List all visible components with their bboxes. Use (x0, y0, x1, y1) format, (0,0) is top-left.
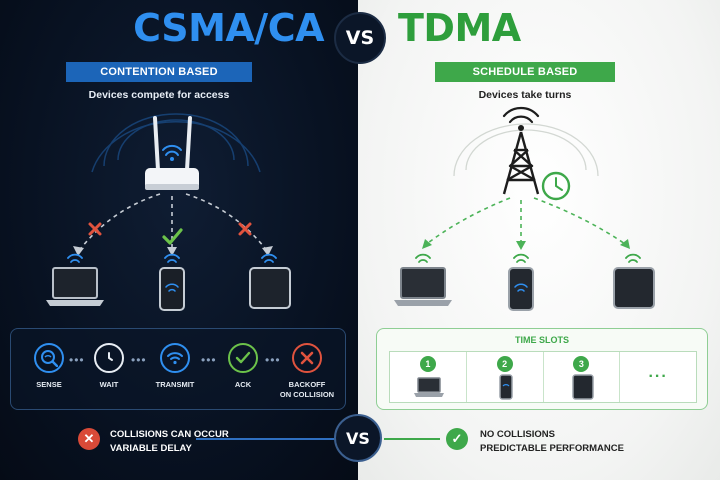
slot-number: 1 (419, 356, 436, 372)
x-icon (292, 343, 322, 373)
csma-title: CSMA/CA (133, 6, 324, 50)
time-slot-more: ... (620, 352, 696, 402)
x-icon: ✕ (78, 428, 100, 450)
contention-based-label: CONTENTION BASED (66, 62, 252, 82)
step-label: BACKOFF ON COLLISION (279, 380, 335, 399)
router-icon (91, 113, 261, 190)
schedule-based-label: SCHEDULE BASED (435, 62, 615, 82)
smartphone-icon (499, 374, 513, 400)
collision-x-icon (238, 222, 252, 236)
step-ack: ACK (207, 343, 279, 390)
success-check-icon (162, 228, 183, 245)
vs-badge-bottom: VS (334, 414, 382, 462)
step-connector: ••• (131, 353, 147, 367)
step-wait: WAIT (73, 343, 145, 390)
csma-process-panel: SENSE ••• WAIT ••• TRANSMIT ••• ACK ••• … (10, 328, 346, 410)
tdma-title: TDMA (398, 6, 521, 50)
cell-tower-icon (453, 106, 599, 201)
clock-icon (555, 177, 563, 191)
tablet-icon (571, 374, 594, 400)
tdma-benefits: NO COLLISIONS PREDICTABLE PERFORMANCE (480, 428, 624, 456)
vs-badge-top: VS (334, 12, 386, 64)
step-transmit: TRANSMIT (139, 343, 211, 390)
wifi-icon (160, 343, 190, 373)
step-connector: ••• (201, 353, 217, 367)
step-label: TRANSMIT (155, 380, 195, 389)
step-sense: SENSE (13, 343, 85, 390)
clock-icon (94, 343, 124, 373)
time-slot-1: 1 (390, 352, 467, 402)
slot-number: 2 (496, 356, 513, 372)
laptop-icon (394, 253, 452, 306)
collision-x-icon (88, 222, 102, 236)
step-connector: ••• (69, 353, 85, 367)
time-slots-panel: TIME SLOTS 1 2 3 ... (376, 328, 708, 410)
tablet-icon (613, 253, 655, 309)
check-icon: ✓ (446, 428, 468, 450)
csma-subtitle: Devices compete for access (88, 89, 230, 101)
step-label: ACK (234, 380, 252, 389)
tdma-footer-line1: NO COLLISIONS (480, 429, 555, 440)
more-slots-ellipsis: ... (648, 364, 668, 381)
step-backoff: BACKOFF ON COLLISION (271, 343, 343, 400)
step-label: WAIT (99, 380, 119, 389)
tdma-subtitle: Devices take turns (478, 89, 572, 101)
smartphone-icon (508, 253, 534, 311)
csma-footer-line1: COLLISIONS CAN OCCUR (110, 429, 229, 440)
laptop-icon (414, 377, 444, 397)
time-slots-title: TIME SLOTS (515, 335, 569, 345)
time-slots-row: 1 2 3 ... (389, 351, 697, 403)
csma-footer-line2: VARIABLE DELAY (110, 443, 192, 454)
search-wifi-icon (34, 343, 64, 373)
time-slot-3: 3 (544, 352, 621, 402)
tablet-icon (249, 253, 291, 309)
csma-drawbacks: COLLISIONS CAN OCCUR VARIABLE DELAY (110, 428, 229, 456)
step-label: SENSE (36, 380, 62, 389)
laptop-icon (46, 253, 104, 306)
check-icon (228, 343, 258, 373)
step-connector: ••• (265, 353, 281, 367)
smartphone-icon (159, 253, 185, 311)
network-diagram (46, 106, 655, 311)
slot-number: 3 (573, 356, 590, 372)
time-slot-2: 2 (467, 352, 544, 402)
divider-line (384, 438, 440, 440)
tdma-footer-line2: PREDICTABLE PERFORMANCE (480, 443, 624, 454)
divider-line (196, 438, 336, 440)
